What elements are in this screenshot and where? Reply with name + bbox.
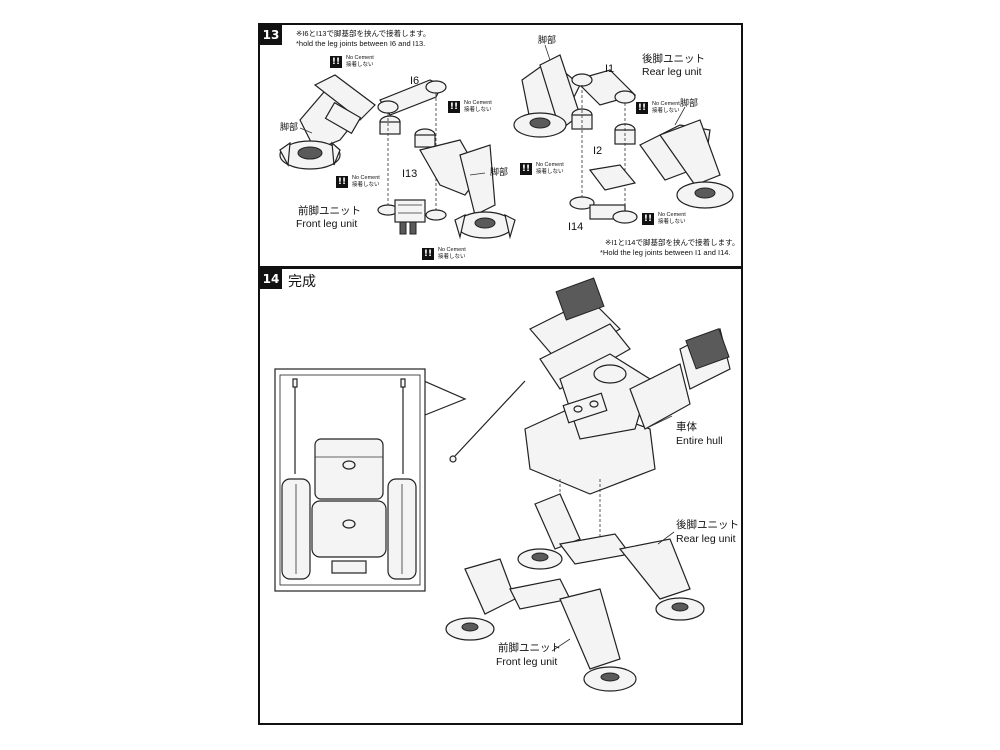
rear-leg-label-jp: 後脚ユニット (676, 519, 739, 531)
warning-icon: !! (642, 213, 654, 225)
no-cement-warning: !! No Cement 接着しない (330, 55, 374, 69)
front-leg-unit-jp: 前脚ユニット (298, 205, 361, 217)
warning-en: No Cement (652, 101, 680, 107)
warning-en: No Cement (464, 100, 492, 106)
warning-en: No Cement (658, 212, 686, 218)
note-top-jp: ※I6とI13で脚基部を挟んで接着します。 (296, 29, 431, 38)
leg-label-front-left: 脚部 (280, 122, 299, 132)
warning-jp: 接着しない (658, 219, 686, 225)
part-i13-drawing (377, 199, 447, 235)
warning-icon: !! (448, 101, 460, 113)
part-label-i13: I13 (402, 168, 418, 180)
no-cement-warning: !! No Cement 接着しない (422, 247, 466, 261)
warning-en: No Cement (352, 175, 380, 181)
note-bottom-jp: ※I1とI14で脚基部を挟んで接着します。 (605, 238, 740, 247)
warning-icon: !! (422, 248, 434, 260)
warning-en: No Cement (438, 247, 466, 253)
step-title: 完成 (288, 273, 316, 289)
hull-label-en: Entire hull (676, 435, 723, 447)
no-cement-warning: !! No Cement 接着しない (448, 100, 492, 114)
right-front-leg-drawing (419, 139, 516, 240)
warning-icon: !! (636, 102, 648, 114)
front-leg-label-en: Front leg unit (496, 656, 558, 668)
leg-label-front-right: 脚部 (490, 167, 509, 177)
warning-icon: !! (336, 176, 348, 188)
step-number: 14 (260, 269, 282, 289)
step-number: 13 (260, 25, 282, 45)
note-top-en: *hold the leg joints between I6 and I13. (296, 39, 426, 48)
warning-en: No Cement (536, 162, 564, 168)
leg-label-rear-left: 脚部 (538, 35, 557, 45)
part-label-i2: I2 (593, 145, 603, 157)
completed-model-illustration (274, 277, 731, 692)
warning-jp: 接着しない (352, 182, 380, 188)
left-front-leg-drawing (279, 74, 376, 170)
no-cement-warning: !! No Cement 接着しない (336, 175, 380, 189)
hull-drawing (449, 277, 731, 495)
rear-leg-unit-en: Rear leg unit (642, 66, 702, 78)
warning-icon: !! (330, 56, 342, 68)
rear-view-inset (274, 368, 467, 592)
part-i6-drawing (377, 79, 447, 116)
rear-leg-assembly-illustration (513, 54, 734, 224)
rear-leg-label-en: Rear leg unit (676, 533, 736, 545)
no-cement-warning: !! No Cement 接着しない (520, 162, 564, 176)
warning-en: No Cement (346, 55, 374, 61)
step-13-panel: 13 ※I6とI13で脚基部を挟んで接着します。 *hold the leg j… (258, 23, 743, 268)
rear-leg-unit-drawing (517, 493, 705, 621)
warning-jp: 接着しない (652, 108, 680, 114)
front-leg-assembly-illustration (279, 44, 734, 240)
warning-jp: 接着しない (536, 169, 564, 175)
no-cement-warning: !! No Cement 接着しない (636, 101, 680, 115)
leg-label-rear-right: 脚部 (680, 98, 699, 108)
front-leg-unit-drawing (445, 558, 637, 692)
rear-leg-unit-jp: 後脚ユニット (642, 53, 705, 65)
front-leg-unit-en: Front leg unit (296, 218, 358, 230)
part-label-i14: I14 (568, 221, 584, 233)
hull-label-jp: 車体 (676, 421, 697, 433)
warning-jp: 接着しない (464, 107, 492, 113)
warning-jp: 接着しない (346, 62, 374, 68)
warning-jp: 接着しない (438, 254, 466, 260)
step-14-panel: 14 完成 (258, 267, 743, 725)
front-leg-label-jp: 前脚ユニット (498, 642, 561, 654)
no-cement-warning: !! No Cement 接着しない (642, 212, 686, 226)
note-bottom-en: *Hold the leg joints between I1 and I14. (600, 248, 731, 257)
part-label-i1: I1 (605, 63, 615, 75)
part-label-i6: I6 (410, 75, 420, 87)
warning-icon: !! (520, 163, 532, 175)
